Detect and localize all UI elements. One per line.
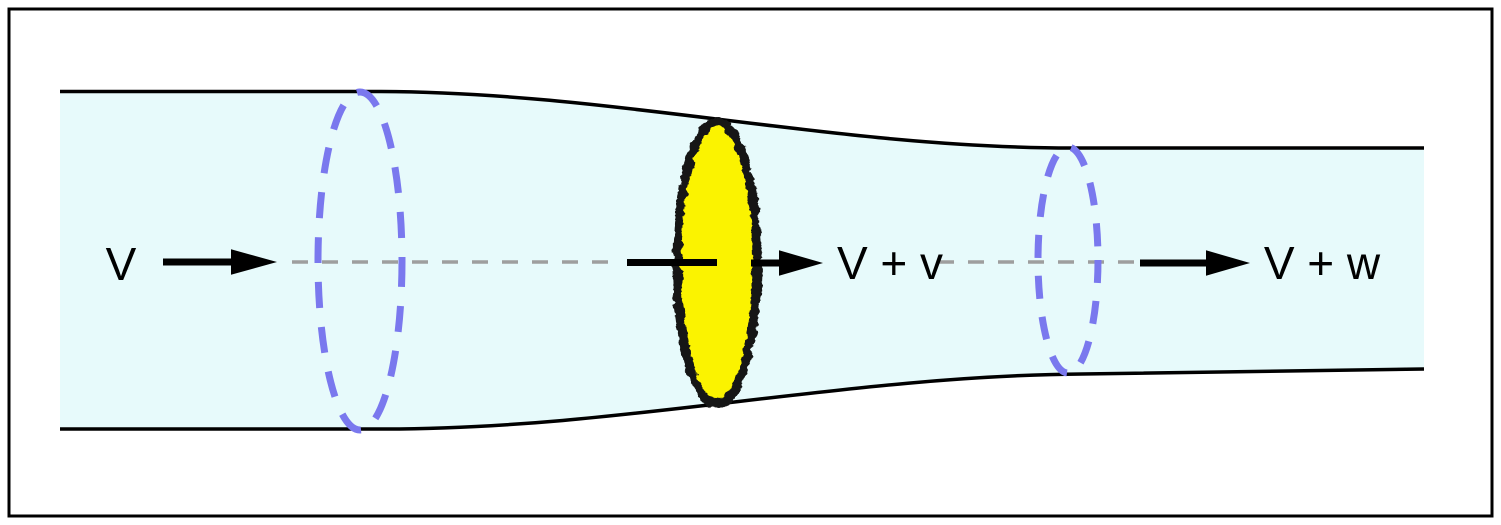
upstream-station-ring xyxy=(314,88,406,434)
freestream-arrow xyxy=(163,249,277,275)
freestream-velocity-label: V xyxy=(106,238,137,290)
outer-frame xyxy=(7,7,1494,518)
stream-tube-lower-boundary xyxy=(60,367,1425,431)
freestream-arrow-head xyxy=(231,249,277,275)
disk-outflow-arrow-head xyxy=(779,250,823,276)
wake-velocity-label: V + w xyxy=(1264,237,1381,289)
disk-velocity-label: V + v xyxy=(837,237,943,289)
wake-arrow xyxy=(1140,250,1250,276)
wake-arrow-head xyxy=(1206,250,1250,276)
downstream-station-ring xyxy=(1034,143,1102,377)
disk-outflow-arrow xyxy=(751,250,823,276)
